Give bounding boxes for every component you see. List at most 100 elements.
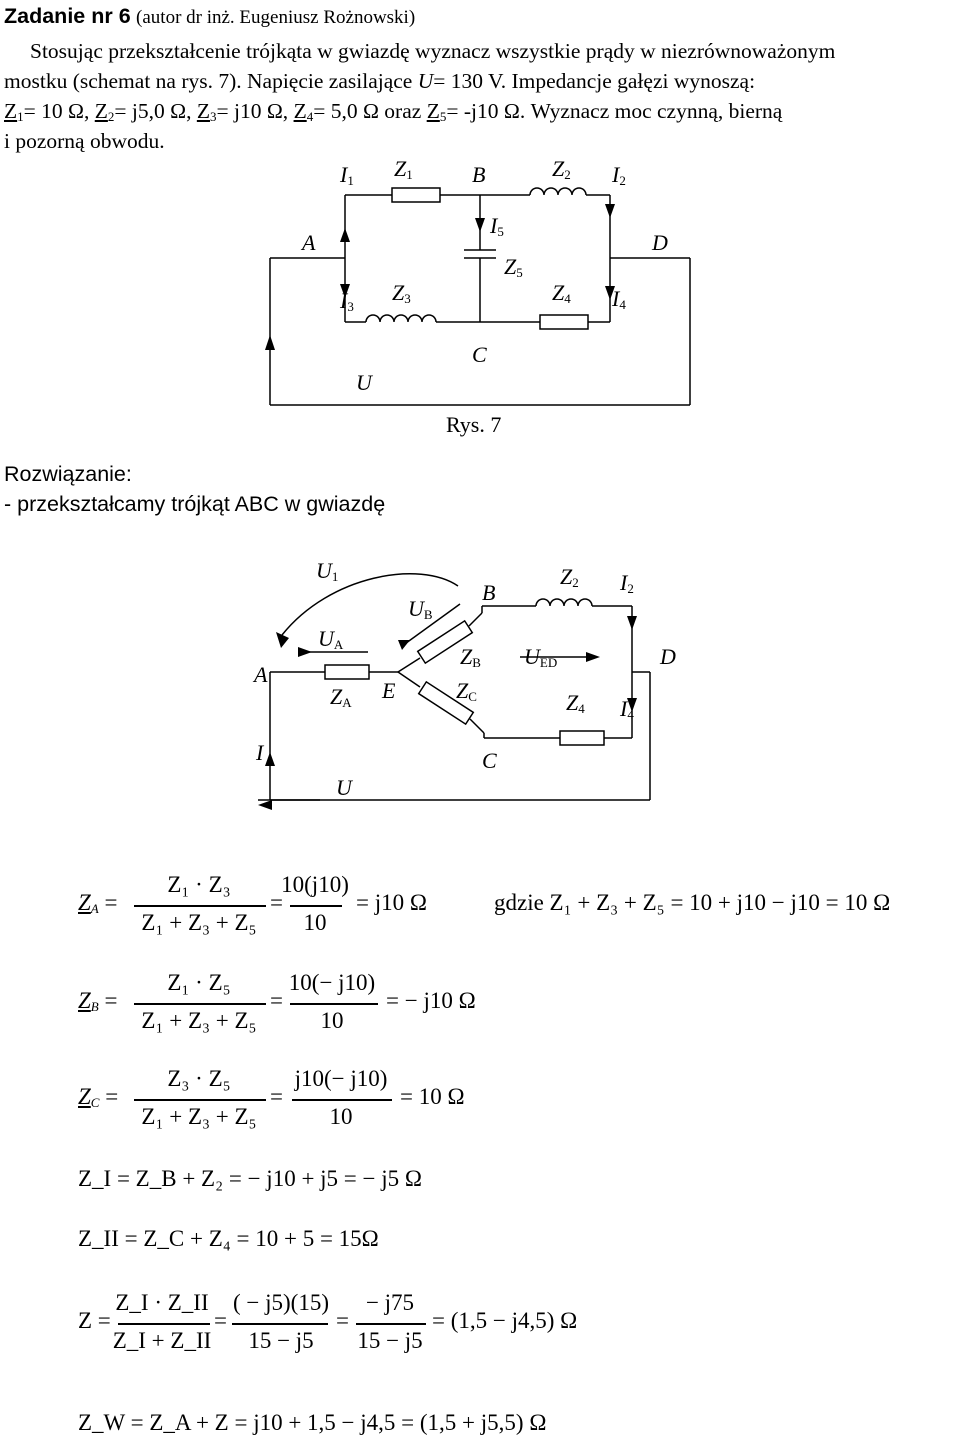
u-arrow-2	[265, 752, 275, 766]
i2-arrow-2	[627, 616, 637, 630]
label-u-2: U	[336, 775, 354, 800]
label-z4-2: Z4	[566, 690, 585, 716]
eq-zc-bar2	[292, 1099, 392, 1101]
problem-line-4: i pozorną obwodu.	[4, 129, 165, 153]
z3-inductor	[365, 314, 437, 323]
eq-zi: Z_I = Z_B + Z₂ = − j10 + j5 = − j5 Ω	[78, 1166, 422, 1191]
z2-inductor-2	[535, 598, 593, 607]
eq-zb-lhs: ZB =	[78, 988, 118, 1014]
z3-sym: Z	[196, 99, 210, 123]
label-i2: I2	[611, 162, 626, 188]
label-ua: UA	[318, 626, 344, 652]
eq-zc-bar	[134, 1099, 266, 1101]
i3-arrow	[340, 284, 350, 298]
eq-gdzie: gdzie Z₁ + Z₃ + Z₅ = 10 + j10 − j10 = 10…	[494, 890, 891, 915]
z1-val: = 10 Ω,	[23, 99, 95, 123]
problem-line-2: mostku (schemat na rys. 7). Napięcie zas…	[4, 66, 956, 96]
label-za: ZA	[330, 684, 352, 710]
label-i1: I1	[339, 162, 354, 188]
label-c-2: C	[482, 748, 497, 773]
label-i-2: I	[255, 740, 265, 765]
eq-zc-res: = 10 Ω	[400, 1084, 465, 1109]
label-z2-2: Z2	[560, 564, 579, 590]
eq-z-bar2	[232, 1323, 328, 1325]
z1-sym: Z	[4, 99, 18, 123]
label-zb: ZB	[460, 644, 481, 670]
i2-arrow	[605, 204, 615, 218]
problem-text: mostku (schemat na rys. 7). Napięcie zas…	[4, 69, 418, 93]
eq-zii: Z_II = Z_C + Z₄ = 10 + 5 = 15Ω	[78, 1226, 379, 1251]
z4-sub: 4	[306, 109, 314, 124]
label-z2: Z2	[552, 156, 571, 182]
z3-val: = j10 Ω,	[216, 99, 294, 123]
eq-zb-bar	[134, 1003, 266, 1005]
eq-zc-num: Z₃ · Z₅	[167, 1066, 231, 1091]
ued-arrow	[586, 652, 600, 662]
label-z4: Z4	[552, 280, 571, 306]
eq-zc-den2: 10	[329, 1104, 353, 1129]
eq-zc-lhs: ZC =	[78, 1084, 119, 1110]
label-ub: UB	[408, 596, 433, 622]
eq-za-bar	[134, 905, 266, 907]
label-ued: UED	[524, 644, 557, 670]
eq-zb-den2: 10	[320, 1008, 344, 1033]
eq-z-num: Z_I · Z_II	[115, 1290, 209, 1315]
i4-arrow	[605, 286, 615, 300]
figure-caption: Rys. 7	[446, 412, 501, 437]
eq-za-eq: =	[270, 890, 283, 915]
label-b-2: B	[482, 580, 495, 605]
label-i4-2: I4	[619, 696, 634, 722]
header: Zadanie nr 6 (autor dr inż. Eugeniusz Ro…	[4, 4, 415, 29]
eq-z-bar	[118, 1323, 210, 1325]
eq-zc-num2: j10(− j10)	[294, 1066, 388, 1091]
header-author: (autor dr inż. Eugeniusz Rożnowski)	[136, 7, 416, 28]
eq-zc-den: Z₁ + Z₃ + Z₅	[141, 1104, 257, 1129]
label-zc: ZC	[456, 678, 477, 704]
label-z5: Z5	[504, 254, 523, 280]
label-d: D	[651, 230, 668, 255]
label-b: B	[472, 162, 485, 187]
header-title: Zadanie nr 6	[4, 4, 131, 28]
z2-sym: Z	[94, 99, 108, 123]
wire	[397, 657, 421, 673]
wire	[469, 718, 485, 734]
i1-arrow	[340, 228, 350, 242]
eq-za-den: Z₁ + Z₃ + Z₅	[141, 910, 257, 935]
z5-sym: Z	[426, 99, 440, 123]
problem-text-u: U	[417, 69, 434, 93]
eq-z-eq1: =	[214, 1308, 227, 1333]
eq-z-den2: 15 − j5	[248, 1328, 314, 1353]
u1-arrow-head	[276, 632, 289, 648]
z4-val: = 5,0 Ω oraz	[313, 99, 427, 123]
label-z1: Z1	[394, 156, 413, 182]
zc-resistor	[417, 680, 475, 726]
eq-za-bar2	[290, 905, 342, 907]
za-resistor	[324, 664, 370, 680]
wire	[468, 612, 483, 627]
label-i5: I5	[489, 213, 504, 239]
eq-zb-eq: =	[270, 988, 283, 1013]
label-i4: I4	[611, 286, 626, 312]
eq-z-bar3	[356, 1323, 426, 1325]
eq-z-den3: 15 − j5	[357, 1328, 423, 1353]
z1-resistor	[391, 187, 441, 203]
eq-za-num: Z₁ · Z₃	[167, 872, 231, 897]
eq-z-res: = (1,5 − j4,5) Ω	[432, 1308, 578, 1333]
label-u: U	[356, 370, 374, 395]
z2-val: = j5,0 Ω,	[114, 99, 197, 123]
u-arrow-left	[258, 800, 272, 810]
label-e: E	[381, 678, 396, 703]
u1-arrow-curve	[281, 573, 459, 636]
label-u1: U1	[316, 558, 338, 584]
solution-heading: Rozwiązanie:	[4, 462, 132, 486]
z2-inductor	[529, 187, 587, 196]
label-d-2: D	[659, 644, 676, 669]
i4-arrow-2	[627, 698, 637, 712]
z4-sym: Z	[293, 99, 307, 123]
eq-zb-num2: 10(− j10)	[288, 970, 376, 995]
eq-zw: Z_W = Z_A + Z = j10 + 1,5 − j4,5 = (1,5 …	[78, 1410, 547, 1435]
z4-resistor	[539, 314, 589, 330]
problem-text: = 130 V. Impedancje gałęzi wynoszą:	[433, 69, 756, 93]
label-a: A	[300, 230, 316, 255]
